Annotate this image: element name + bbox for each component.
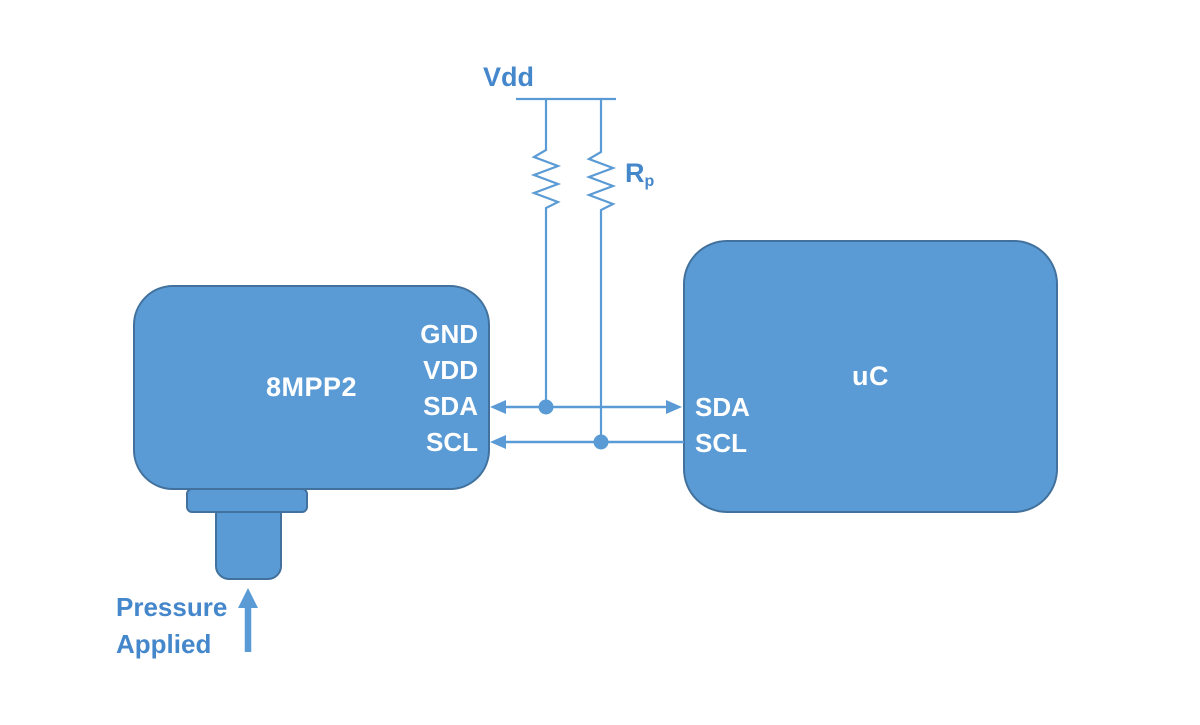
pressure-label-line1: Pressure [116,592,228,622]
mcu-block: uC [683,240,1058,513]
vdd-rail-label: Vdd [483,62,534,92]
sda-arrow-right-icon [666,400,682,414]
mcu-pin-sda: SDA [695,392,750,422]
pressure-applied-label: Pressure Applied [116,589,227,663]
sensor-pin-scl: SCL [426,427,478,457]
pressure-arrow-up-icon [238,588,258,608]
scl-arrow-left-icon [490,435,506,449]
sda-arrow-left-icon [490,400,506,414]
scl-pullup-resistor [585,99,617,442]
sensor-pin-labels: GND VDD SDA SCL [360,316,478,460]
sensor-pin-vdd: VDD [423,355,478,385]
sensor-pin-sda: SDA [423,391,478,421]
sensor-title: 8MPP2 [265,372,358,402]
mcu-pin-scl: SCL [695,428,747,458]
sensor-pin-gnd: GND [420,319,478,349]
pressure-label-line2: Applied [116,629,212,659]
pullup-resistor-label: Rp [625,158,655,190]
scl-junction-dot [593,434,609,450]
mcu-pin-labels: SDA SCL [695,389,750,461]
sda-junction-dot [538,399,554,415]
sensor-port-flange [186,488,308,513]
mcu-title: uC [852,361,889,391]
sensor-block: 8MPP2 [133,285,490,490]
sda-pullup-resistor [530,99,562,407]
